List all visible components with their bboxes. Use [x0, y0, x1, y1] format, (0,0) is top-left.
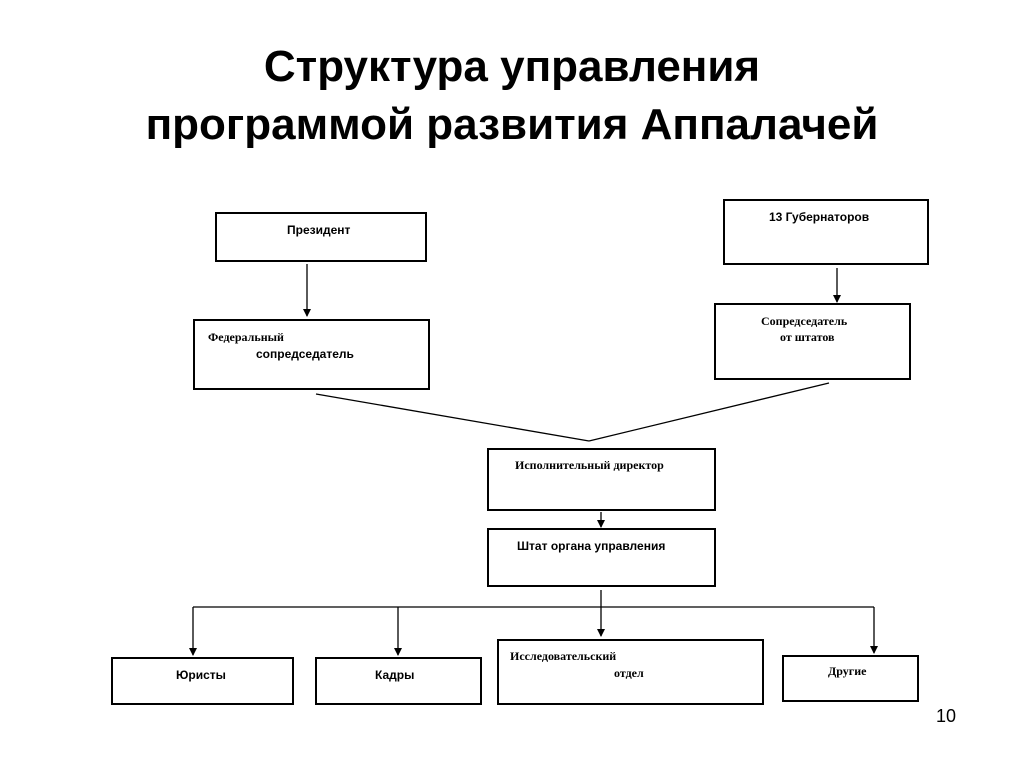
federal-cochair-label-line2: сопредседатель [256, 347, 354, 361]
governors-label: 13 Губернаторов [769, 210, 870, 224]
personnel-label: Кадры [375, 668, 415, 682]
slide-title: Структура управления программой развития… [0, 38, 1024, 154]
federal-cochair-box: Федеральный сопредседатель [193, 319, 430, 390]
staff-box: Штат органа управления [487, 528, 716, 587]
states-cochair-label-line1: Сопредседатель [761, 314, 848, 328]
title-line-2: программой развития Аппалачей [145, 100, 879, 149]
research-dept-label-line2: отдел [614, 666, 644, 680]
president-label: Президент [287, 223, 351, 237]
title-line-1: Структура управления [263, 42, 761, 91]
others-label: Другие [828, 664, 867, 678]
line-states-to-executive [588, 382, 830, 442]
personnel-box: Кадры [315, 657, 482, 705]
research-dept-label-line1: Исследовательский [510, 649, 617, 663]
federal-cochair-label-line1: Федеральный [208, 330, 284, 344]
line-federal-to-executive [315, 393, 590, 442]
states-cochair-box: Сопредседатель от штатов [714, 303, 911, 380]
lawyers-label: Юристы [176, 668, 226, 682]
lawyers-box: Юристы [111, 657, 294, 705]
research-dept-box: Исследовательский отдел [497, 639, 764, 705]
governors-box: 13 Губернаторов [723, 199, 929, 265]
page-number: 10 [936, 706, 957, 726]
others-box: Другие [782, 655, 919, 702]
executive-director-box: Исполнительный директор [487, 448, 716, 511]
executive-director-label: Исполнительный директор [515, 458, 664, 472]
staff-label: Штат органа управления [517, 539, 666, 553]
president-box: Президент [215, 212, 427, 262]
states-cochair-label-line2: от штатов [780, 330, 835, 344]
